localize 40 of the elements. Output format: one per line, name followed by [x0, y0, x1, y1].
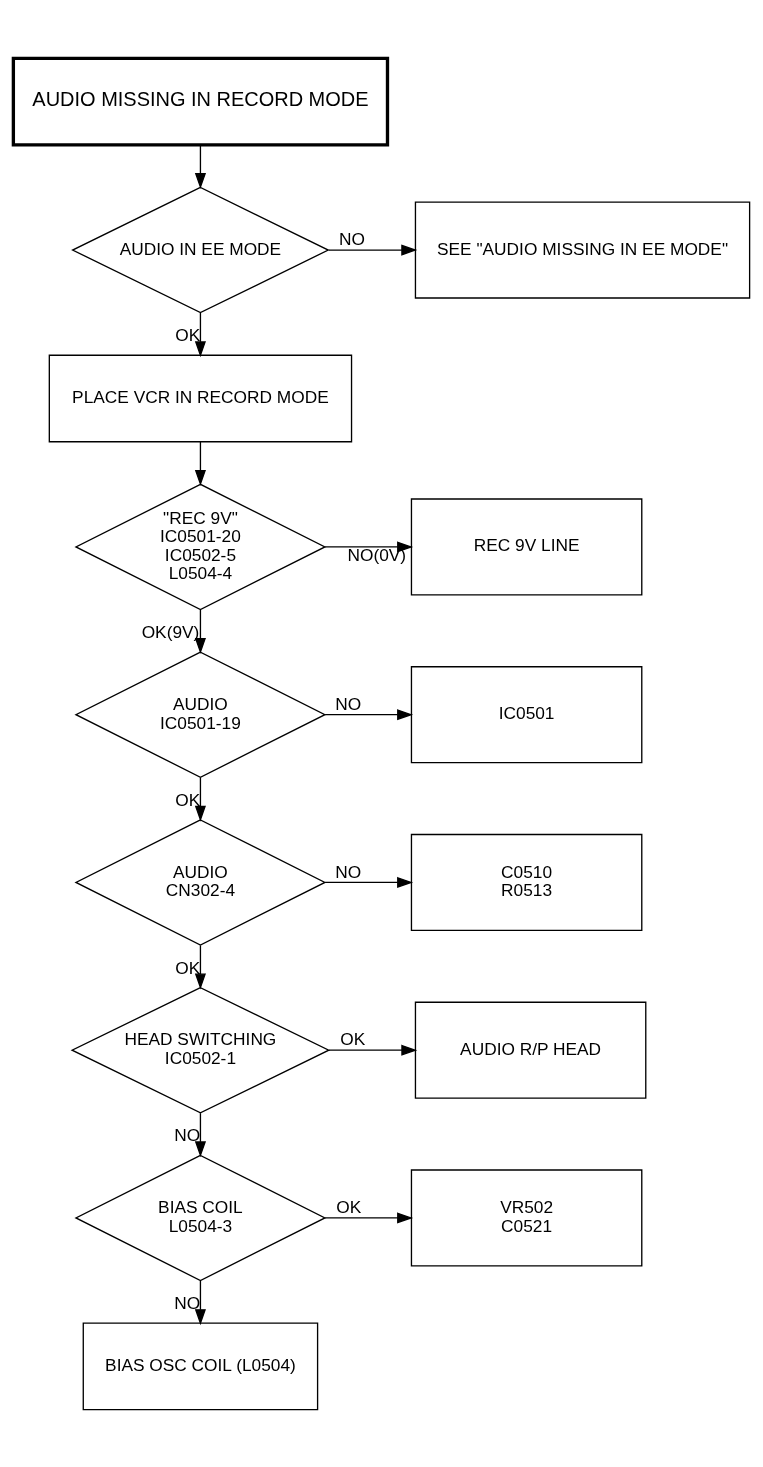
arrow — [324, 1211, 414, 1224]
node-diamond: "REC 9V" IC0501-20 IC0502-5 L0504-4 — [74, 483, 327, 610]
edge-label: NO — [174, 1292, 201, 1313]
node-diamond: BIAS COIL L0504-3 — [74, 1154, 327, 1281]
arrow — [194, 944, 207, 989]
node-box: IC0501 — [410, 665, 643, 763]
arrow — [328, 1044, 418, 1056]
node-box: REC 9V LINE — [410, 497, 643, 596]
node-box: AUDIO MISSING IN RECORD MODE — [11, 56, 390, 147]
edge-label: NO — [174, 1124, 201, 1145]
node-box: PLACE VCR IN RECORD MODE — [48, 354, 353, 442]
node-diamond: AUDIO IN EE MODE — [71, 186, 330, 313]
arrow — [194, 311, 207, 357]
arrow — [194, 1112, 207, 1157]
arrow — [328, 243, 418, 256]
arrow — [194, 440, 207, 486]
arrow — [194, 608, 207, 654]
arrow — [324, 876, 414, 888]
edge-label: NO — [335, 861, 362, 882]
arrow — [194, 143, 207, 189]
edge-label: NO — [339, 228, 365, 249]
edge-label: NO — [335, 693, 362, 714]
node-diamond: HEAD SWITCHING IC0502-1 — [70, 986, 331, 1113]
edge-label: OK — [340, 1028, 366, 1049]
node-box: SEE "AUDIO MISSING IN EE MODE" — [414, 200, 751, 299]
arrow — [194, 1279, 207, 1325]
edge-label: OK — [175, 789, 201, 810]
edge-label: OK(9V) — [141, 621, 200, 642]
edge-label: NO(0V) — [347, 544, 407, 565]
edge-label: OK — [175, 324, 201, 345]
node-box: VR502 C0521 — [410, 1168, 643, 1267]
node-diamond: AUDIO CN302-4 — [74, 818, 327, 946]
edge-label: OK — [175, 957, 201, 978]
arrow — [194, 776, 207, 822]
node-diamond: AUDIO IC0501-19 — [74, 650, 327, 778]
edge-label: OK — [336, 1196, 362, 1217]
node-box: C0510 R0513 — [410, 833, 643, 931]
arrow — [324, 708, 414, 720]
node-box: BIAS OSC COIL (L0504) — [82, 1321, 319, 1410]
node-box: AUDIO R/P HEAD — [414, 1001, 647, 1099]
